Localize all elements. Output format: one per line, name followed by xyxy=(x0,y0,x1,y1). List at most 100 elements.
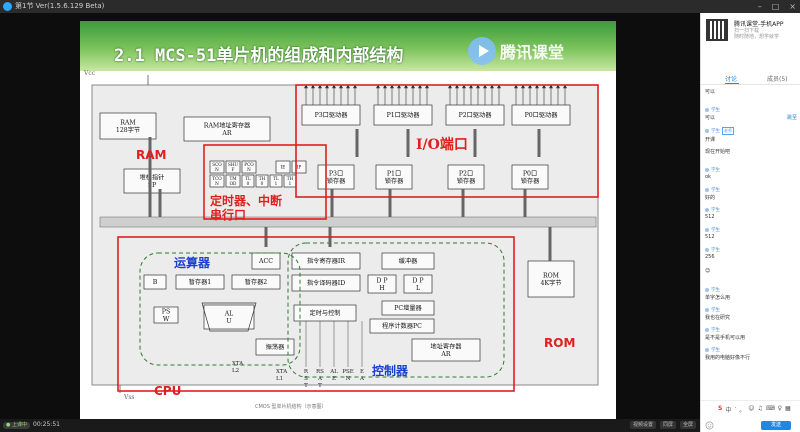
jump-link[interactable]: 跳至 xyxy=(786,115,797,121)
chat-message: 学生我用的电脑好像不行 xyxy=(705,347,795,361)
message-text: 😊 xyxy=(705,268,711,274)
ime-tool-icon[interactable]: ☺ xyxy=(748,405,755,412)
chat-message: 学生好的 xyxy=(705,187,795,201)
b-register-box: B xyxy=(143,274,167,290)
qr-code-icon xyxy=(706,19,728,41)
p1-driver-box: P1口驱动器 xyxy=(373,104,433,126)
message-text: 现在开始吧 xyxy=(705,149,731,155)
avatar-icon xyxy=(705,128,709,133)
port-pins xyxy=(304,84,567,105)
watermark-text: 腾讯课堂 xyxy=(500,43,565,62)
chat-message: 学生我也在研究 xyxy=(705,307,795,321)
tab-members[interactable]: 成员(5) xyxy=(767,76,788,83)
close-icon[interactable]: × xyxy=(789,2,796,11)
message-text: 好的 xyxy=(705,195,716,201)
minimize-icon[interactable]: – xyxy=(757,2,762,11)
ie-box: IE xyxy=(275,160,291,174)
screen-share-button[interactable]: 同屏 xyxy=(659,421,676,429)
io-port-annotation: I/O端口 xyxy=(416,136,468,153)
ime-tool-icon[interactable]: ▦ xyxy=(785,405,791,412)
chat-message: 😊 xyxy=(705,267,795,274)
svg-text:程序计数器PC: 程序计数器PC xyxy=(382,322,422,330)
svg-text:ACC: ACC xyxy=(258,258,273,265)
watermark: 腾讯课堂 xyxy=(468,33,568,67)
message-text: 256 xyxy=(705,254,715,260)
annotations xyxy=(117,84,599,392)
svg-text:P3口驱动器: P3口驱动器 xyxy=(315,112,349,119)
timing-control-box: 定时与控制 xyxy=(293,304,357,322)
ime-tool-icon[interactable]: ♫ xyxy=(757,405,763,412)
svg-text:TH1: TH1 xyxy=(287,176,294,186)
ime-tool-icon[interactable]: ⌨ xyxy=(765,405,775,412)
send-button[interactable]: 发送 xyxy=(761,421,791,430)
p2-driver-box: P2口驱动器 xyxy=(445,104,505,126)
temp-register-2-box: 暂存器2 xyxy=(231,274,281,290)
avatar-icon xyxy=(705,327,709,332)
maximize-icon[interactable]: □ xyxy=(771,2,780,11)
svg-text:P1口驱动器: P1口驱动器 xyxy=(387,112,421,119)
ime-logo-icon[interactable]: S xyxy=(718,405,723,412)
p3-driver-box: P3口驱动器 xyxy=(301,104,361,126)
svg-text:P1口锁存器: P1口锁存器 xyxy=(385,171,404,185)
avatar-icon xyxy=(705,347,709,352)
message-text: 可以 xyxy=(705,115,716,121)
ram-annotation: RAM xyxy=(136,148,166,162)
instruction-register-box: 指令寄存器IR xyxy=(291,252,361,270)
alu-shape xyxy=(201,302,257,332)
app-promo-title: 腾讯课堂-手机APP xyxy=(734,21,784,28)
chat-message: 学生可以 xyxy=(705,107,795,121)
sender-name: 学生 xyxy=(711,348,720,353)
avatar-icon xyxy=(705,227,709,232)
ime-tool-icon[interactable]: 中 xyxy=(725,407,732,414)
message-text: 我用的电脑好像不行 xyxy=(705,355,751,361)
title-bar: 第1节 Ver(1.5.6.129 Beta) – □ × xyxy=(0,0,800,13)
sender-name: 学生 xyxy=(711,129,720,134)
play-icon xyxy=(468,37,496,65)
internal-bus xyxy=(99,216,597,228)
ime-tool-icon[interactable]: · xyxy=(734,405,737,412)
p1-latch-box: P1口锁存器 xyxy=(375,164,413,190)
fullscreen-button[interactable]: 全屏 xyxy=(679,421,696,429)
chip-body xyxy=(91,84,599,386)
message-text: 512 xyxy=(705,234,715,240)
app-promo-sub2: 随时随地，想学就学 xyxy=(734,34,780,40)
svg-text:暂存器1: 暂存器1 xyxy=(189,278,212,286)
chat-message: 可以 xyxy=(705,87,795,95)
emoji-icon[interactable] xyxy=(705,421,714,430)
cpu-annotation: CPU xyxy=(154,384,181,398)
message-text: 可以 xyxy=(705,89,716,95)
toolbar-buttons: 视频设置 同屏 全屏 xyxy=(629,421,696,429)
svg-text:D PL: D PL xyxy=(412,278,423,292)
oscillator-box: 振荡器 xyxy=(255,338,295,356)
p3-latch-box: P3口锁存器 xyxy=(317,164,355,190)
ime-tool-icon[interactable]: ♀ xyxy=(777,405,783,412)
bottom-toolbar: ● 上课中 00:25:51 视频设置 同屏 全屏 xyxy=(0,419,700,432)
svg-text:缓冲器: 缓冲器 xyxy=(399,257,418,265)
live-status-badge: ● 上课中 xyxy=(3,422,30,429)
role-badge: 老师 xyxy=(722,127,734,135)
ime-tool-icon[interactable]: 。 xyxy=(739,407,746,414)
tab-discussion[interactable]: 讨论 xyxy=(725,76,738,83)
video-settings-button[interactable]: 视频设置 xyxy=(629,421,656,429)
